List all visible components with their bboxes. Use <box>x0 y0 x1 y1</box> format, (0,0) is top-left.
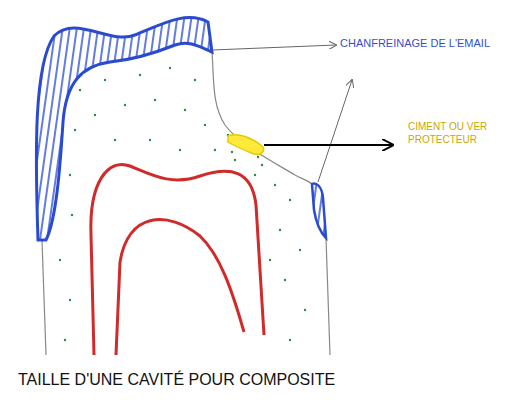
enamel-bevel-label: CHANFREINAGE DE L'EMAIL <box>340 37 506 51</box>
liner-label: CIMENT OU VER PROTECTEUR <box>408 121 500 146</box>
caption: TAILLE D'UNE CAVITÉ POUR COMPOSITE <box>18 370 498 390</box>
